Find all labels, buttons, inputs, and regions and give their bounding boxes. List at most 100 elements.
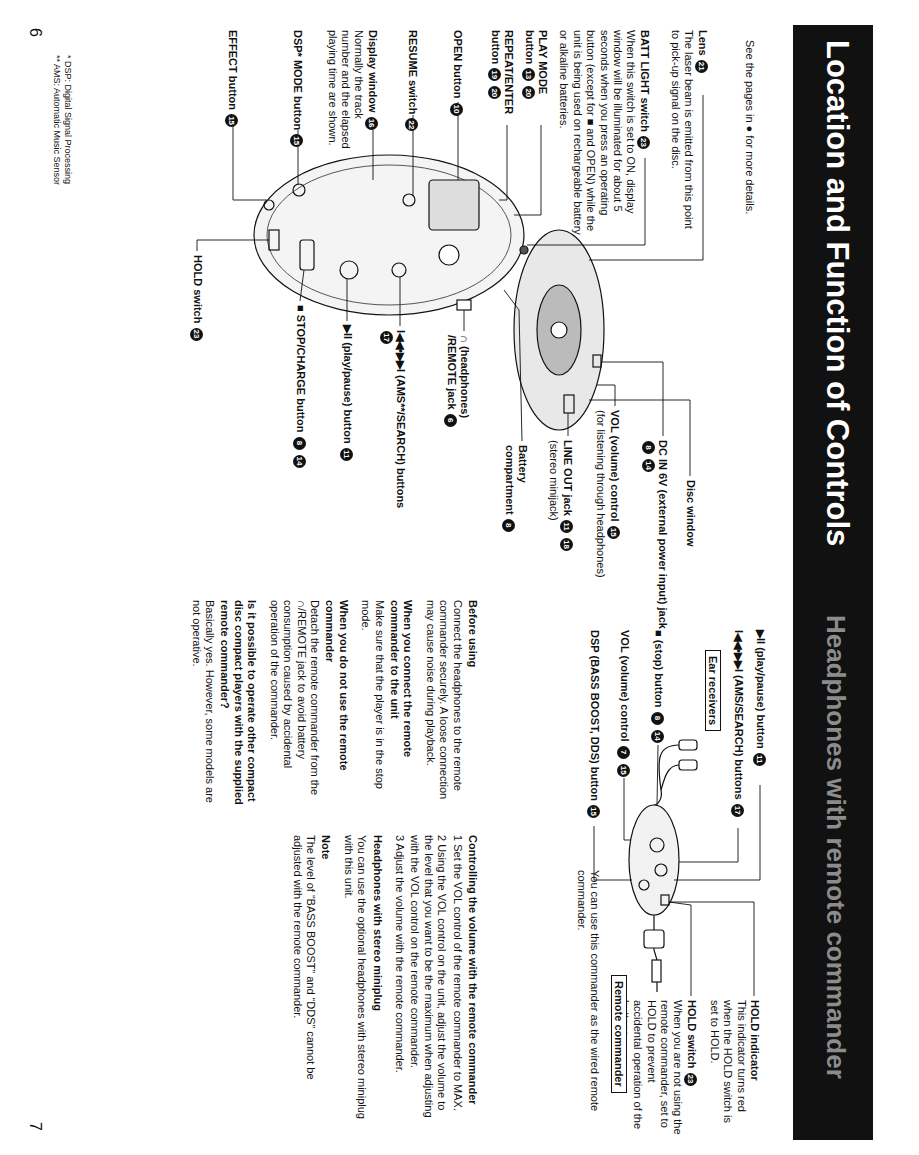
text-group: I◀◀•▶▶I (AMS**/SEARCH) buttons 17	[380, 330, 407, 510]
description: Normally the track number and the elapse…	[327, 30, 366, 149]
text-group: LINE OUT jack 11 18(stereo minijack)	[547, 440, 574, 640]
text-group: DC IN 6V (external power input) jack 8 1…	[642, 440, 669, 630]
callout-number: 15	[290, 134, 303, 147]
part-name: EFFECT button	[227, 30, 239, 110]
text-group: I◀◀•▶▶I (AMS/SEARCH) buttons 17	[731, 630, 745, 818]
resume-switch	[403, 194, 415, 206]
open-button	[439, 245, 459, 265]
callout-number: 14	[651, 730, 664, 743]
ams-button	[392, 263, 406, 277]
part-name: ▶II (play/pause) button	[755, 630, 767, 749]
text-block: REPEAT/ENTER button 19 20	[488, 30, 515, 122]
callout-number: 23	[190, 328, 203, 341]
text-group: DSP* MODE button 15	[290, 30, 304, 148]
text-block: HOLD switch 23	[684, 1000, 698, 1135]
text-block: When you connect the remote commander to…	[388, 600, 415, 805]
text-group: * DSP: Digital Signal Processing** AMS: …	[51, 55, 73, 315]
text-block: I◀◀•▶▶I (AMS**/SEARCH) buttons 17	[380, 330, 407, 510]
part-name: HOLD switch	[192, 255, 204, 323]
spindle	[551, 322, 567, 338]
text-group: ▶II (play/pause) button 11	[340, 325, 354, 525]
part-name: ▶II (play/pause) button	[342, 325, 354, 444]
text-block: 1 Set the VOL control of the remote comm…	[450, 835, 463, 1120]
description: Make sure that the player is in the stop…	[360, 600, 385, 789]
callout-number: 13	[522, 68, 535, 81]
text-block: 6	[25, 28, 45, 37]
part-name: Note	[320, 835, 332, 859]
part-name: HOLD indicator	[749, 1000, 761, 1081]
disc-window	[537, 285, 581, 375]
ear-plug	[679, 760, 697, 770]
text-group: Disc window	[684, 480, 697, 547]
player-rim	[267, 165, 511, 305]
dsp-mode-button	[293, 184, 305, 196]
headphone-jack	[457, 300, 471, 310]
text-block: VOL (volume) control 15	[607, 410, 621, 610]
text-block: Detach the remote commander from the ∩/R…	[267, 600, 321, 805]
callout-number: 18	[560, 538, 573, 551]
text-group: HOLD switch 23	[190, 255, 204, 342]
part-name: When you connect the remote commander to…	[389, 600, 414, 757]
part-name: Headphones with stereo miniplug	[372, 835, 384, 1011]
text-block: Battery compartment 8	[502, 445, 529, 545]
text-group: Before usingConnect the headphones to th…	[189, 600, 479, 805]
part-name: Display window	[367, 30, 379, 113]
text-block: DSP* MODE button 15	[290, 30, 304, 148]
text-block: 3 Adjust the volume with the remote comm…	[393, 835, 406, 1120]
callout-number: 15	[617, 764, 630, 777]
text-block: (for listening through headphones)	[594, 410, 607, 610]
text-group: EFFECT button 15	[225, 30, 239, 128]
description: Basically yes. However, some models are …	[191, 600, 216, 803]
part-name: PLAY MODE button	[524, 30, 549, 94]
part-name: Headphones with remote commander	[821, 615, 851, 1079]
text-block: ▶II (play/pause) button 11	[753, 630, 767, 767]
part-name: BATT LIGHT switch	[639, 30, 651, 132]
text-block: EFFECT button 15	[225, 30, 239, 128]
text-block: PLAY MODE button 13 20	[522, 30, 549, 120]
text-block: ** AMS: Automatic Music Sensor	[51, 55, 62, 315]
lens	[520, 246, 528, 254]
text-group: Headphones with remote commander	[819, 615, 851, 1079]
text-group: Battery compartment 8	[502, 445, 529, 545]
callout-number: 8	[642, 441, 655, 454]
text-block: ▶II (play/pause) button 11	[340, 325, 354, 525]
text-block: When you are not using the remote comman…	[617, 1000, 684, 1135]
display-window	[429, 180, 479, 230]
text-block: ■ (stop) button 8 14	[651, 630, 665, 744]
text-group: 6	[25, 28, 45, 37]
text-block: BATT LIGHT switch 23	[637, 30, 651, 235]
callout-number: 17	[380, 331, 393, 344]
text-group: RESUME switch 22	[405, 30, 419, 132]
text-group: HOLD indicatorThis indicator turns red w…	[707, 1000, 761, 1135]
text-block: Headphones with remote commander	[819, 615, 851, 1079]
cord	[654, 745, 679, 805]
text-block: Note	[319, 835, 332, 1120]
description: The laser beam is emitted from this poin…	[670, 30, 695, 229]
play-button	[340, 261, 358, 279]
text-block: Make sure that the player is in the stop…	[359, 600, 386, 805]
remote-hold	[661, 895, 669, 905]
text-block: I◀◀•▶▶I (AMS/SEARCH) buttons 17	[731, 630, 745, 818]
description: (for listening through headphones)	[595, 410, 607, 578]
text-group: ■ (stop) button 8 14	[651, 630, 665, 744]
description: This indicator turns red when the HOLD s…	[709, 1000, 748, 1123]
description: 7	[27, 1122, 44, 1131]
part-name: Before using	[467, 600, 479, 667]
part-name: RESUME switch	[407, 30, 419, 114]
part-name: Controlling the volume with the remote c…	[467, 835, 479, 1105]
remote-button	[655, 864, 667, 876]
callout-number: 11	[560, 520, 573, 533]
part-name: HOLD switch	[686, 1000, 698, 1068]
text-group: REPEAT/ENTER button 19 20	[488, 30, 515, 122]
text-block: When you do not use the remote commander	[323, 600, 350, 805]
description: You can use the optional headphones with…	[343, 835, 368, 1119]
text-block: Headphones with stereo miniplug	[370, 835, 383, 1120]
part-name: LINE OUT jack	[562, 440, 574, 516]
callout-number: 20	[522, 86, 535, 99]
text-block: See the pages in ● for more details.	[743, 40, 756, 360]
part-name: Disc window	[685, 480, 697, 547]
callout-number: 23	[637, 136, 650, 149]
text-group: DSP (BASS BOOST, DDS) button 15	[587, 630, 601, 819]
description: 1 Set the VOL control of the remote comm…	[452, 835, 464, 1111]
